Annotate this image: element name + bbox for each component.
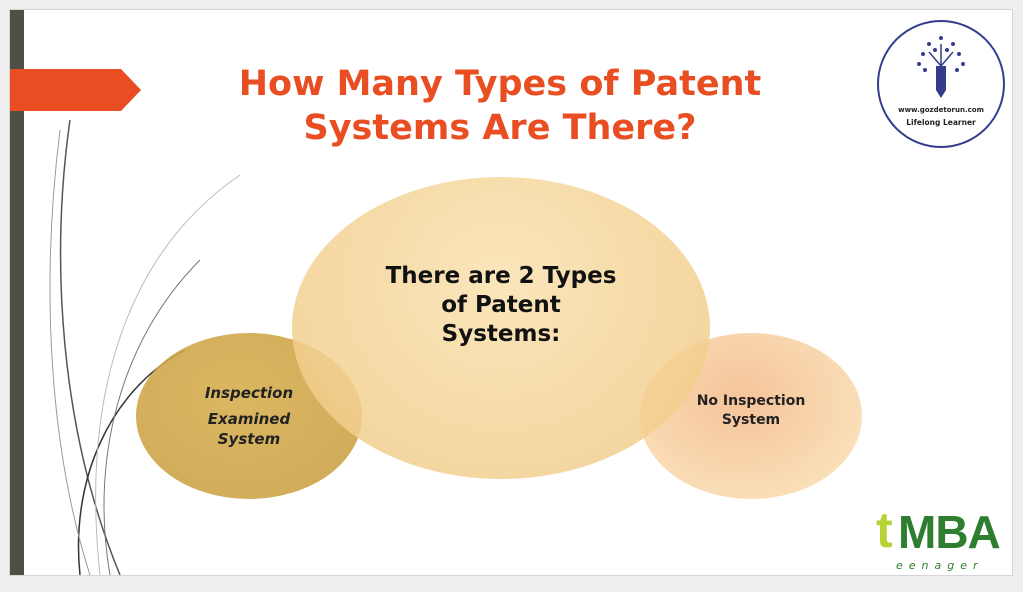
slide: How Many Types of Patent Systems Are The… — [10, 10, 1012, 575]
circle-text: System — [217, 430, 281, 448]
logo-sub: eenager — [896, 559, 984, 572]
title-line: How Many Types of Patent — [238, 64, 762, 104]
circle-text: of Patent — [441, 292, 561, 318]
gozdetorun-logo: www.gozdetorun.com Lifelong Learner — [877, 20, 1005, 148]
circle-text: No Inspection — [696, 393, 806, 409]
arrow-banner — [10, 69, 141, 111]
circle-text: Inspection — [204, 384, 294, 402]
slide-title: How Many Types of Patent Systems Are The… — [180, 62, 820, 150]
circle-text: Examined — [207, 410, 291, 428]
title-line: Systems Are There? — [303, 108, 697, 148]
center-circle: There are 2 Types of Patent Systems: — [292, 177, 710, 479]
circle-text: There are 2 Types — [385, 263, 617, 289]
sidebar-bar — [10, 10, 24, 575]
logo-mba: MBA — [898, 506, 1001, 558]
logo-url: www.gozdetorun.com — [898, 106, 984, 114]
logo-t: t — [876, 502, 893, 558]
circle-text: System — [721, 412, 781, 428]
pencil-tree-icon — [917, 36, 965, 98]
logo-tagline: Lifelong Learner — [906, 118, 976, 127]
circle-text: Systems: — [441, 321, 561, 347]
tmba-logo: t MBA eenager — [876, 502, 1012, 575]
